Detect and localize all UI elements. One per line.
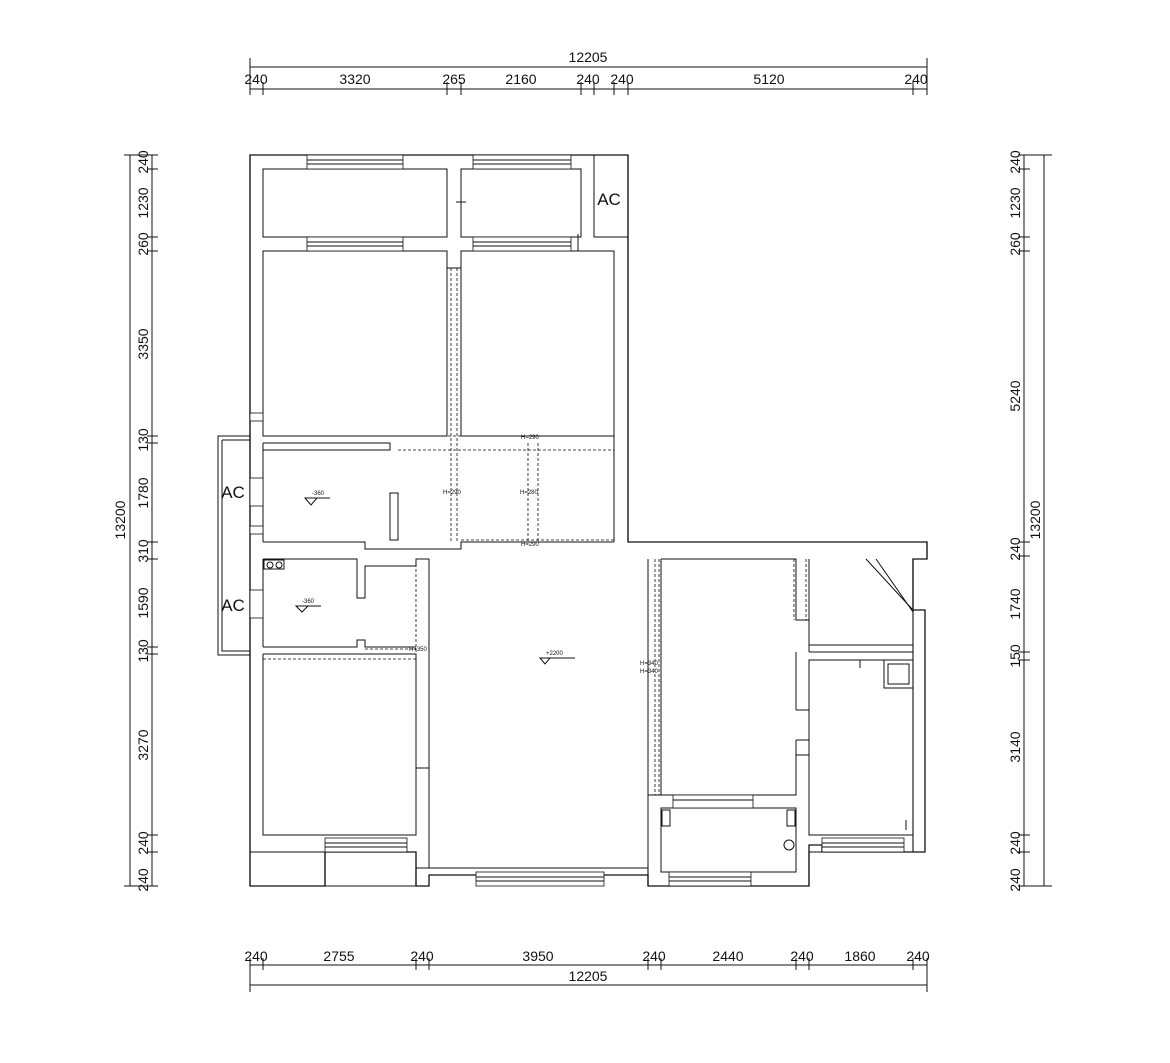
beam-note: H=290 [521, 435, 540, 441]
top-total-dimension: 12205 [569, 49, 608, 65]
bottom-dim: 240 [906, 948, 930, 964]
beam-note: H=340 [640, 661, 659, 667]
top-dim: 2160 [505, 71, 536, 87]
bottom-dim: 240 [410, 948, 434, 964]
bottom-dim: 240 [642, 948, 666, 964]
beam-note: H=350 [409, 647, 428, 653]
right-dimension-chain: 13200 240 1230 260 5240 240 1740 150 314… [1007, 150, 1052, 892]
building-walls [217, 154, 928, 887]
bottom-total-dimension: 12205 [569, 968, 608, 984]
level-mark: -360 [302, 599, 315, 605]
ac-label: AC [221, 596, 245, 615]
right-dim: 3140 [1007, 731, 1023, 762]
beam-note: H=290 [521, 542, 540, 548]
bottom-dim: 2440 [712, 948, 743, 964]
bottom-dim: 1860 [844, 948, 875, 964]
left-dim: 1590 [135, 587, 151, 618]
top-dim: 5120 [753, 71, 784, 87]
top-dim: 240 [576, 71, 600, 87]
left-dimension-chain: 13200 240 1230 260 3350 130 1780 310 159… [112, 150, 158, 892]
left-dim: 240 [135, 150, 151, 174]
level-marks: -360 -360 +2200 [294, 491, 575, 665]
top-dim: 265 [442, 71, 466, 87]
windows [249, 154, 905, 887]
fixtures [263, 201, 914, 851]
beam-notes: H=290 H=290 H=280 H=290 H=350 H=340 H=34… [409, 435, 659, 675]
left-dim: 3270 [135, 729, 151, 760]
right-total-dimension: 13200 [1027, 500, 1043, 539]
top-dim: 3320 [339, 71, 370, 87]
bottom-dim: 240 [790, 948, 814, 964]
left-dim: 260 [135, 232, 151, 256]
right-dim: 1740 [1007, 588, 1023, 619]
bottom-dim: 2755 [323, 948, 354, 964]
beam-note: H=290 [443, 490, 462, 496]
right-dim: 240 [1007, 150, 1023, 174]
top-dim: 240 [244, 71, 268, 87]
left-dim: 3350 [135, 328, 151, 359]
top-dim: 240 [904, 71, 928, 87]
right-dim: 260 [1007, 232, 1023, 256]
bottom-dimension-chain: 240 2755 240 3950 240 2440 240 1860 240 … [244, 948, 930, 992]
ac-label: AC [597, 190, 621, 209]
bottom-dim: 240 [244, 948, 268, 964]
top-dimension-chain: 12205 240 3320 265 2160 240 240 5120 240 [244, 49, 928, 95]
right-dim: 1230 [1007, 187, 1023, 218]
level-mark: +2200 [546, 651, 564, 657]
bottom-dim: 3950 [522, 948, 553, 964]
right-dim: 5240 [1007, 380, 1023, 411]
level-mark: -360 [312, 491, 325, 497]
beam-lines [263, 268, 807, 795]
left-dim: 130 [135, 428, 151, 452]
top-dim: 240 [610, 71, 634, 87]
left-dim: 1230 [135, 187, 151, 218]
left-dim: 240 [135, 831, 151, 855]
left-dim: 1780 [135, 477, 151, 508]
ac-label: AC [221, 483, 245, 502]
right-dim: 150 [1007, 644, 1023, 668]
right-dim: 240 [1007, 831, 1023, 855]
beam-note: H=280 [520, 490, 539, 496]
right-dim: 240 [1007, 868, 1023, 892]
left-total-dimension: 13200 [112, 500, 128, 539]
left-dim: 310 [135, 539, 151, 563]
beam-note: H=340 [640, 669, 659, 675]
left-dim: 130 [135, 639, 151, 663]
right-dim: 240 [1007, 537, 1023, 561]
left-dim: 240 [135, 868, 151, 892]
